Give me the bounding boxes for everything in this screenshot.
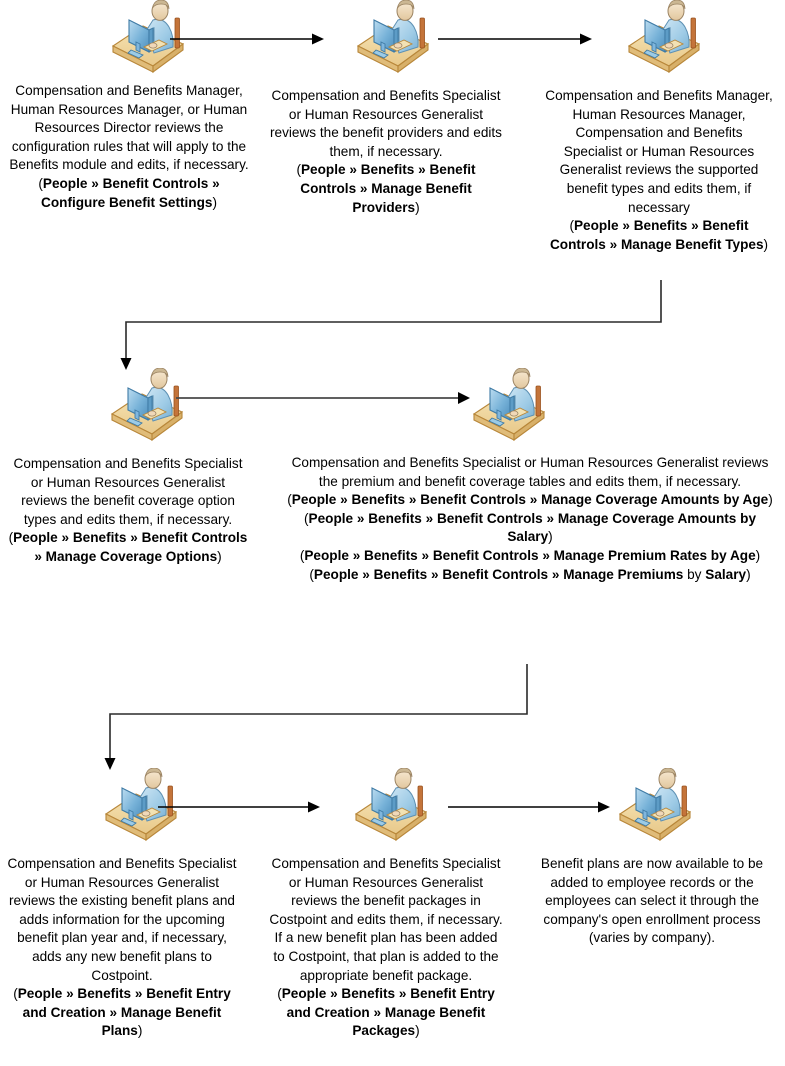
node-icon-wrap (20, 0, 278, 76)
node-icon-wrap (260, 368, 760, 444)
node-manage-benefit-providers[interactable]: Compensation and Benefits Specialist or … (262, 0, 510, 217)
node-body-text: Compensation and Benefits Specialist or … (6, 855, 238, 1041)
breadcrumb-path: (People » Benefits » Benefit Entry and C… (13, 986, 231, 1039)
person-at-computer-icon (628, 0, 700, 73)
node-body-text: Benefit plans are now available to be ad… (534, 855, 770, 948)
breadcrumb-path: (People » Benefits » Benefit Controls » … (303, 510, 757, 545)
elbow-tables-to-benefit-plans (102, 664, 536, 770)
node-manage-benefit-types[interactable]: Compensation and Benefits Manager, Human… (540, 0, 778, 254)
node-manage-premium-and-coverage-tables[interactable]: Compensation and Benefits Specialist or … (280, 368, 780, 584)
person-at-computer-icon (355, 768, 427, 841)
node-body: Benefit plans are now available to be ad… (540, 856, 764, 946)
node-benefit-plans-available[interactable]: Benefit plans are now available to be ad… (528, 768, 776, 948)
node-icon-wrap (22, 368, 274, 444)
node-body: Compensation and Benefits Specialist or … (13, 456, 243, 527)
node-body: Compensation and Benefits Manager, Human… (9, 83, 249, 173)
person-at-computer-icon (112, 0, 184, 73)
person-at-computer-icon (111, 368, 183, 441)
person-at-computer-icon (105, 768, 177, 841)
node-body: Compensation and Benefits Specialist or … (270, 88, 502, 159)
person-at-computer-icon (619, 768, 691, 841)
breadcrumb-path: (People » Benefits » Benefit Controls » … (287, 492, 773, 508)
node-manage-coverage-options[interactable]: Compensation and Benefits Specialist or … (0, 368, 252, 567)
breadcrumb-path: (People » Benefits » Benefit Controls » … (8, 530, 248, 564)
breadcrumb-path: (People » Benefits » Benefit Entry and C… (277, 986, 495, 1039)
breadcrumb-path: (People » Benefits » Benefit Controls » … (309, 566, 751, 582)
elbow-types-to-coverage-options (118, 280, 670, 370)
node-icon-wrap (268, 768, 516, 844)
node-body-text: Compensation and Benefits Specialist or … (268, 855, 504, 1041)
node-body: Compensation and Benefits Specialist or … (291, 455, 769, 489)
node-manage-benefit-packages[interactable]: Compensation and Benefits Specialist or … (262, 768, 510, 1041)
node-icon-wrap (532, 768, 780, 844)
node-body: Compensation and Benefits Specialist or … (269, 856, 503, 983)
node-body-text: Compensation and Benefits Specialist or … (286, 454, 774, 584)
person-at-computer-icon (473, 368, 545, 441)
node-body-text: Compensation and Benefits Specialist or … (8, 455, 248, 567)
node-manage-benefit-plans[interactable]: Compensation and Benefits Specialist or … (0, 768, 248, 1041)
breadcrumb-path: (People » Benefits » Benefit Controls » … (299, 547, 761, 563)
node-body: Compensation and Benefits Specialist or … (7, 856, 237, 983)
breadcrumb-path: (People » Benefit Controls » Configure B… (38, 175, 220, 210)
node-icon-wrap (546, 0, 784, 76)
breadcrumb-path: (People » Benefits » Benefit Controls » … (296, 162, 476, 215)
node-body-text: Compensation and Benefits Manager, Human… (5, 82, 253, 212)
person-at-computer-icon (357, 0, 429, 73)
node-configure-benefit-settings[interactable]: Compensation and Benefits Manager, Human… (0, 0, 258, 212)
node-icon-wrap (270, 0, 518, 76)
node-body-text: Compensation and Benefits Manager, Human… (545, 87, 773, 254)
node-body: Compensation and Benefits Manager, Human… (545, 88, 773, 215)
node-icon-wrap (18, 768, 266, 844)
breadcrumb-path: (People » Benefits » Benefit Controls » … (549, 218, 769, 252)
node-body-text: Compensation and Benefits Specialist or … (270, 87, 502, 217)
